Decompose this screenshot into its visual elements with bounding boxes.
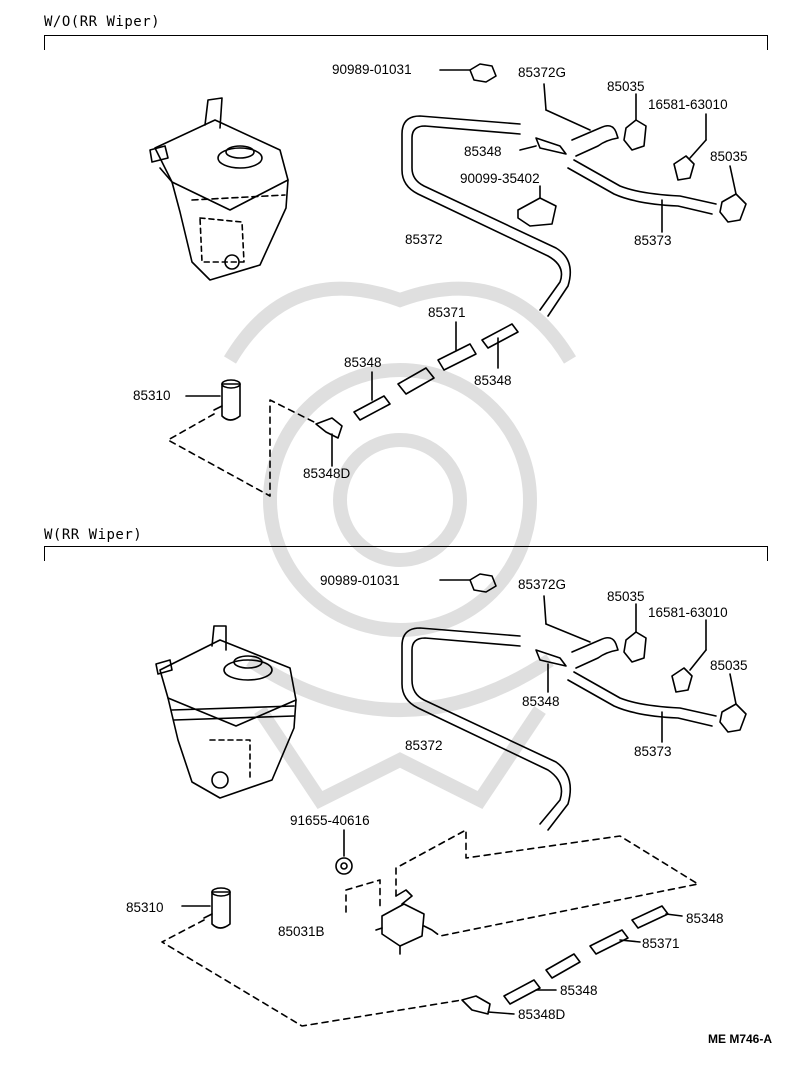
section-bracket [44,35,768,50]
label-91655-40616-lower: 91655-40616 [290,813,370,828]
dashed-routing-upper [167,399,319,497]
hose-85372g-lower [543,595,619,669]
label-16581-63010-lower: 16581-63010 [648,605,728,620]
pump-85310-upper [185,379,241,421]
section-bracket [44,546,768,561]
label-90099-35402-upper: 90099-35402 [460,171,540,186]
label-85310-upper: 85310 [133,388,171,403]
valve-85031b-lower [375,889,433,955]
label-85371-lower: 85371 [642,936,680,951]
label-85372-upper: 85372 [405,232,443,247]
washer-tank-lower [155,625,297,799]
joint-16581-upper [673,113,707,181]
label-85348-upper-c: 85348 [474,373,512,388]
hose-85372g-upper [543,83,619,157]
label-85035-lower-b: 85035 [710,658,748,673]
label-85031b-lower: 85031B [278,924,325,939]
label-16581-63010-upper: 16581-63010 [648,97,728,112]
nozzle-85035-upper-b [719,165,747,223]
elbow-85348d-lower [461,995,515,1015]
watermark-emblem [223,281,577,810]
hose-85372-upper [401,115,572,317]
grommet-91655-lower [335,829,353,875]
label-85348-lower-a: 85348 [522,694,560,709]
elbow-85348d-upper [315,417,343,467]
hose-85371-lower [545,929,641,979]
label-90989-01031-lower: 90989-01031 [320,573,400,588]
label-85035-lower-a: 85035 [607,589,645,604]
section-title-with-rear-wiper: W(RR Wiper) [44,527,143,543]
nozzle-85035-lower-b [719,673,747,733]
label-90989-01031-upper: 90989-01031 [332,62,412,77]
label-85372g-lower: 85372G [518,577,567,592]
label-85373-lower: 85373 [634,744,672,759]
label-85372-lower: 85372 [405,738,443,753]
connector-85348-upper-c [481,323,519,369]
label-85348-lower-b: 85348 [686,911,724,926]
connector-85348-lower-b [631,905,683,929]
joint-16581-lower [671,619,707,693]
section-title-without-rear-wiper: W/O(RR Wiper) [44,14,161,30]
connector-85348-upper-b [353,371,391,421]
hose-85373-lower [567,671,717,743]
label-85348-lower-c: 85348 [560,983,598,998]
washer-tank-upper [149,97,289,281]
label-85373-upper: 85373 [634,233,672,248]
nozzle-85035-lower-a [623,603,647,663]
drawing-code: ME M746-A [707,1032,772,1046]
label-85348-upper-b: 85348 [344,355,382,370]
dashed-routing-lower [161,829,699,1027]
nozzle-85035-upper-a [623,93,647,151]
label-85348-upper-a: 85348 [464,144,502,159]
clip-90989-lower [439,573,497,593]
bracket-90099-upper [517,185,557,227]
label-85035-upper-b: 85035 [710,149,748,164]
hose-85372-lower [401,627,572,831]
label-85372g-upper: 85372G [518,65,567,80]
hose-85371-upper [397,321,477,395]
label-85348d-upper: 85348D [303,466,351,481]
connector-85348-lower-c [503,979,557,1005]
clip-90989-upper [439,63,497,83]
label-85371-upper: 85371 [428,305,466,320]
connector-85348-upper-a [519,137,567,155]
hose-85373-upper [567,159,717,233]
pump-85310-lower [181,887,231,929]
label-85310-lower: 85310 [126,900,164,915]
label-85035-upper-a: 85035 [607,79,645,94]
label-85348d-lower: 85348D [518,1007,566,1022]
connector-85348-lower-a [535,649,567,693]
